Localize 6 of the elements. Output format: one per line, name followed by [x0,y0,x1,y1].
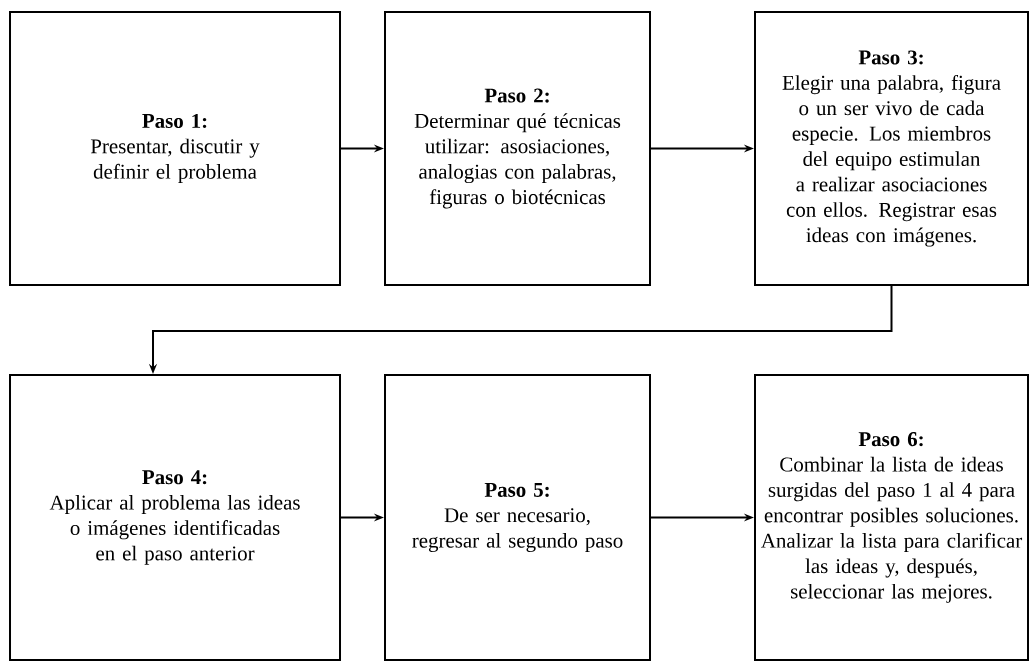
step-box: Paso 5: De ser necesario, regresar al segundo paso [384,374,651,661]
step-box: Paso 2: Determinar qué técnicas utilizar: asosiaciones, analogias con palabras, figuras o biotécnicas [384,11,651,286]
step-box: Paso 3: Elegir una palabra, figura o un ser vivo de cada especie. Los miembros del equipo estimulan a realizar asociaciones con ellos. Registrar esas ideas con imágenes. [754,11,1029,286]
step-box: Paso 1: Presentar, discutir y definir el problema [9,11,341,286]
step-box: Paso 6: Combinar la lista de ideas surgidas del paso 1 al 4 para encontrar posibles soluciones. Analizar la lista para clarificar las ideas y, después, seleccionar las mejores. [754,374,1029,661]
step-box: Paso 4: Aplicar al problema las ideas o imágenes identificadas en el paso anterior [9,374,341,661]
